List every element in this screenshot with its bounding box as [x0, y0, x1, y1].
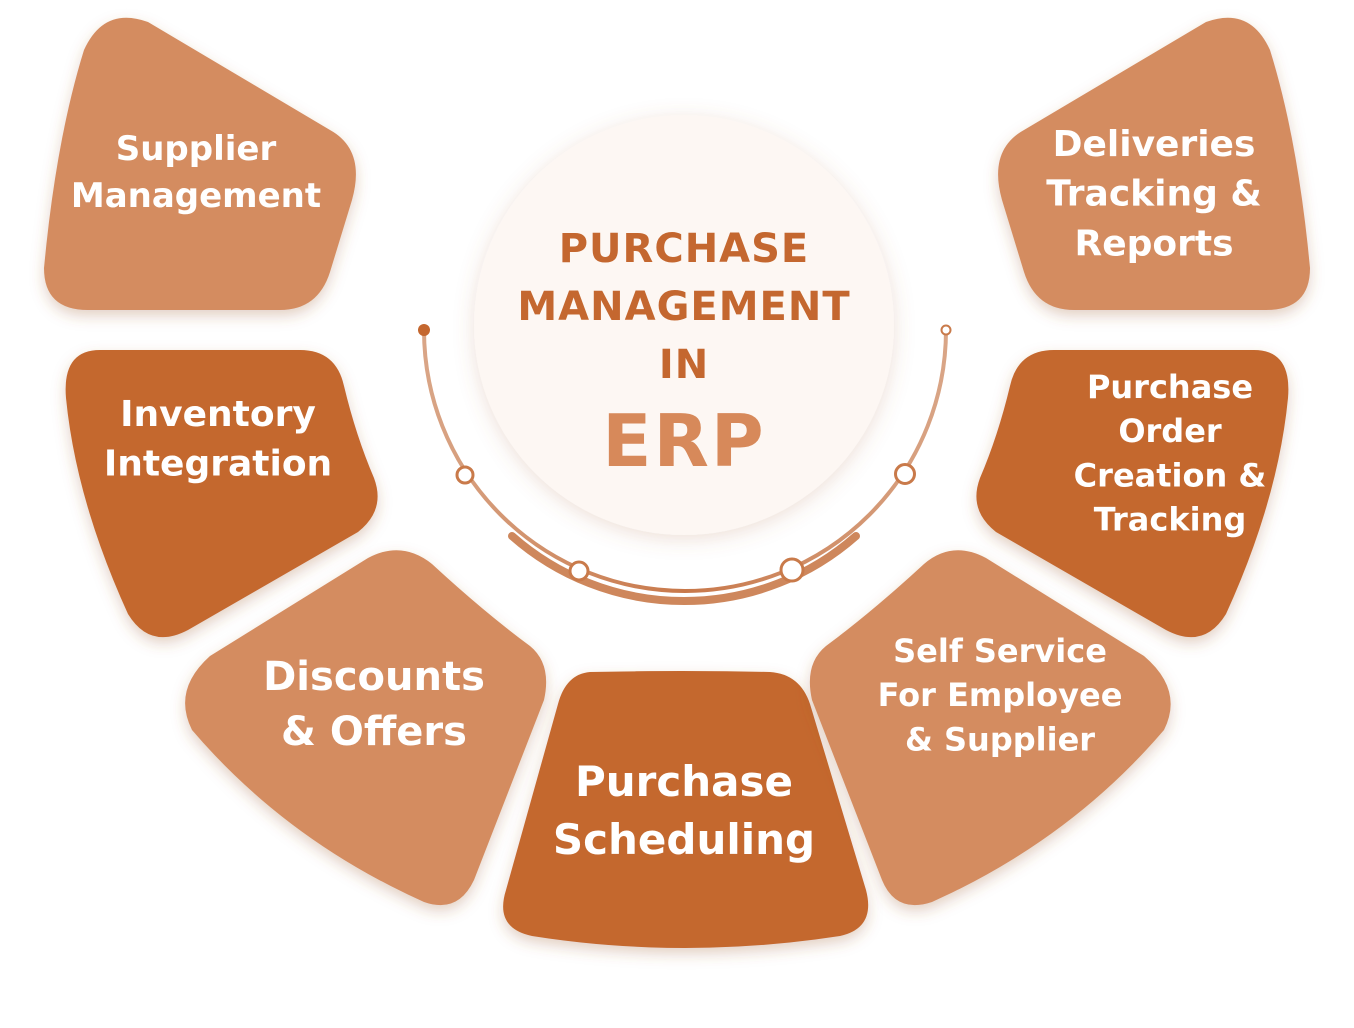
- segment-self-service-line-1: Self Service: [893, 632, 1107, 670]
- arc-node-2: [568, 560, 590, 582]
- arc-node-3: [779, 557, 805, 583]
- center-title-line-2: MANAGEMENT: [517, 284, 850, 330]
- arc-node-left-end: [418, 324, 430, 336]
- segment-discounts-offers-line-2: & Offers: [281, 709, 467, 755]
- segment-purchase-order-shape: [976, 350, 1289, 638]
- segment-purchase-scheduling-line-1: Purchase: [575, 757, 793, 806]
- segment-supplier-management-line-1: Supplier: [116, 129, 277, 169]
- center-title-line-1: PURCHASE: [559, 226, 810, 272]
- segment-purchase-order-line-1: Purchase: [1087, 368, 1253, 406]
- center-title-line-3: IN: [659, 342, 709, 388]
- segment-deliveries-tracking-line-2: Tracking &: [1046, 174, 1262, 215]
- segment-deliveries-tracking-line-1: Deliveries: [1053, 124, 1256, 165]
- arc-node-1: [455, 465, 475, 485]
- segment-discounts-offers: Discounts & Offers: [185, 550, 547, 906]
- segment-self-service-shape: [809, 550, 1171, 906]
- arc-line: [422, 329, 948, 593]
- arc-connector: [418, 324, 952, 606]
- segment-purchase-scheduling-shape: [503, 671, 869, 948]
- segment-self-service-line-2: For Employee: [878, 676, 1123, 714]
- segment-purchase-order-line-3: Creation &: [1074, 456, 1267, 494]
- segment-supplier-management-line-2: Management: [71, 176, 321, 216]
- arc-node-right-end: [940, 324, 952, 336]
- center-hub: PURCHASE MANAGEMENT IN ERP: [474, 115, 894, 535]
- segment-deliveries-tracking-line-3: Reports: [1074, 223, 1233, 264]
- segment-deliveries-tracking-shape: [998, 17, 1310, 310]
- arc-line-thick: [508, 532, 860, 606]
- center-emphasis: ERP: [602, 399, 765, 483]
- segment-supplier-management-shape: [44, 17, 356, 310]
- segment-inventory-integration-line-1: Inventory: [120, 394, 316, 435]
- segment-self-service-line-3: & Supplier: [905, 720, 1095, 758]
- center-circle: [474, 115, 894, 535]
- segment-purchase-order-line-2: Order: [1118, 412, 1222, 450]
- segment-discounts-offers-shape: [185, 550, 547, 906]
- segment-purchase-scheduling-line-2: Scheduling: [553, 815, 815, 864]
- segment-inventory-integration-shape: [65, 350, 378, 638]
- arc-node-4: [894, 463, 916, 485]
- segment-discounts-offers-line-1: Discounts: [263, 654, 485, 700]
- segment-discounts-offers-label: Discounts & Offers: [263, 654, 485, 755]
- segment-inventory-integration-line-2: Integration: [104, 444, 332, 485]
- segment-purchase-order-line-4: Tracking: [1094, 500, 1247, 538]
